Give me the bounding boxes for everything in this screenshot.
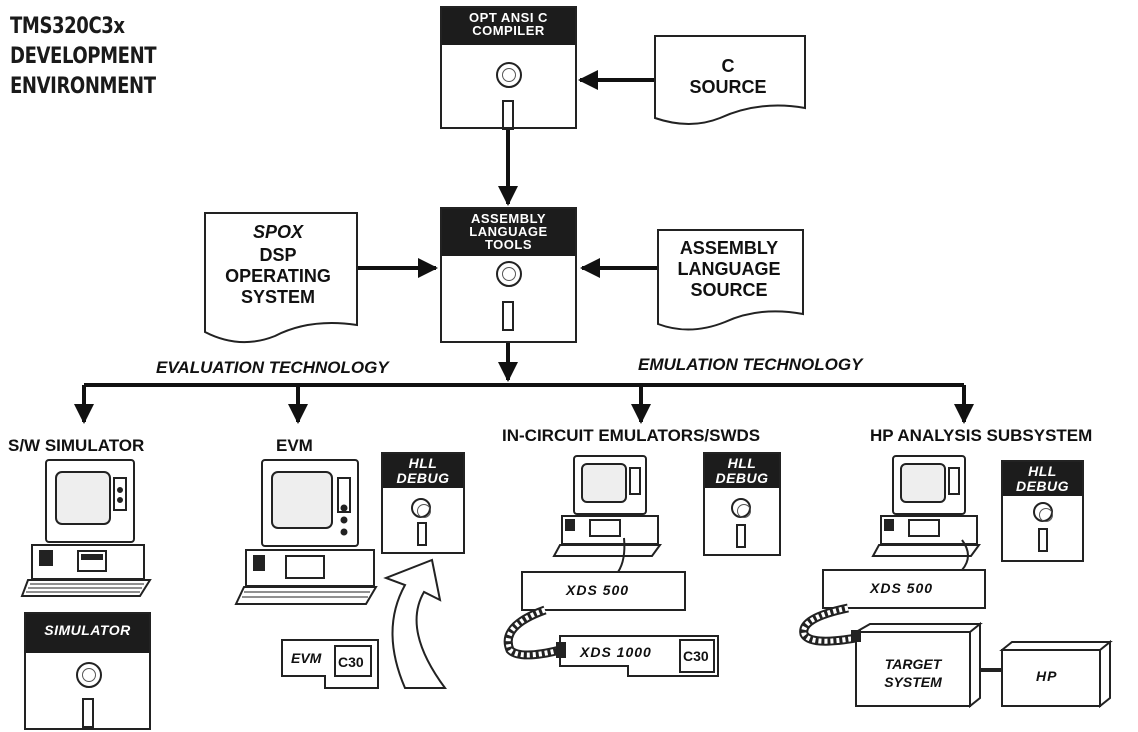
compiler-disk-label: OPT ANSI C COMPILER: [442, 8, 575, 45]
evm-c30-label: C30: [338, 654, 364, 670]
ice-hll-debug-disk[interactable]: HLL DEBUG: [703, 452, 781, 556]
ice-hll-debug-hub: [731, 498, 751, 518]
target-connector: [851, 630, 861, 642]
c-source-document: [654, 35, 806, 125]
assembly-tools-disk-slot: [502, 301, 514, 331]
hp-hll-debug-disk[interactable]: HLL DEBUG: [1001, 460, 1084, 562]
spox-line-2: OPERATING: [225, 266, 331, 286]
evm-hll-debug-label: HLL DEBUG: [383, 454, 463, 488]
compiler-disk[interactable]: OPT ANSI C COMPILER: [440, 6, 577, 130]
ice-heading: IN-CIRCUIT EMULATORS/SWDS: [502, 426, 761, 445]
ice-hll-debug-label: HLL DEBUG: [705, 454, 779, 488]
hp-box-label: HP: [1036, 668, 1058, 684]
compiler-disk-hub: [496, 62, 522, 88]
evm-hll-debug-slot: [417, 522, 427, 546]
hp-xds500-label: XDS 500: [870, 580, 934, 596]
simulator-computer-icon: [20, 459, 152, 597]
c-source-label-2: SOURCE: [689, 77, 767, 97]
hp-heading: HP ANALYSIS SUBSYSTEM: [870, 426, 1093, 445]
ice-xds1000-label: XDS 1000: [580, 644, 652, 660]
assembly-tools-disk[interactable]: ASSEMBLY LANGUAGE TOOLS: [440, 207, 577, 343]
hp-xds500-box: [822, 569, 986, 609]
evm-c30-chip: [334, 645, 372, 677]
hp-hll-debug-slot: [1038, 528, 1048, 552]
hp-hll-debug-hub: [1033, 502, 1053, 522]
ice-hll-debug-slot: [736, 524, 746, 548]
simulator-heading: S/W SIMULATOR: [8, 436, 145, 455]
spox-title: SPOX: [252, 222, 304, 242]
spox-document: [204, 212, 358, 344]
ice-c30-chip: [679, 639, 715, 673]
evm-insert-arrow: [383, 558, 447, 689]
target-system-line-2: SYSTEM: [884, 674, 942, 690]
spox-line-1: DSP: [259, 245, 297, 265]
assembly-tools-disk-hub: [496, 261, 522, 287]
evm-hll-debug-disk[interactable]: HLL DEBUG: [381, 452, 465, 554]
spox-line-3: SYSTEM: [240, 287, 315, 307]
c-source-label-1: C: [721, 56, 735, 76]
hp-computer-icon: [871, 455, 981, 557]
simulator-disk-slot: [82, 698, 94, 728]
evm-board-label: EVM: [291, 650, 322, 666]
simulator-disk-label: SIMULATOR: [26, 614, 149, 653]
asm-source-line-1: ASSEMBLY: [679, 238, 779, 258]
evaluation-technology-label: EVALUATION TECHNOLOGY: [156, 358, 389, 377]
hp-hll-debug-label: HLL DEBUG: [1003, 462, 1082, 496]
compiler-disk-slot: [502, 100, 514, 130]
diagram-title-line-3: ENVIRONMENT: [10, 74, 156, 99]
asm-source-line-3: SOURCE: [690, 280, 768, 300]
hp-cable: [961, 539, 969, 571]
evm-computer-icon: [234, 459, 378, 605]
assembly-tools-disk-label: ASSEMBLY LANGUAGE TOOLS: [442, 209, 575, 256]
simulator-disk-hub: [76, 662, 102, 688]
ice-xds500-label: XDS 500: [566, 582, 630, 598]
emulation-technology-label: EMULATION TECHNOLOGY: [638, 355, 863, 374]
ice-cable: [617, 537, 626, 573]
ice-xds1000-connector: [556, 642, 566, 658]
asm-source-document: [657, 229, 804, 331]
diagram-title-line-1: TMS320C3x: [10, 14, 125, 39]
ice-computer-icon: [552, 455, 662, 557]
target-system-line-1: TARGET: [884, 656, 942, 672]
ice-xds500-box: [521, 571, 686, 611]
evm-heading: EVM: [276, 436, 313, 455]
ice-c30-label: C30: [683, 648, 709, 664]
evm-hll-debug-hub: [411, 498, 431, 518]
diagram-title-line-2: DEVELOPMENT: [10, 44, 157, 69]
ice-braided-cable: [503, 605, 562, 660]
ice-xds1000-board: [559, 635, 719, 677]
simulator-disk[interactable]: SIMULATOR: [24, 612, 151, 730]
asm-source-line-2: LANGUAGE: [677, 259, 781, 279]
